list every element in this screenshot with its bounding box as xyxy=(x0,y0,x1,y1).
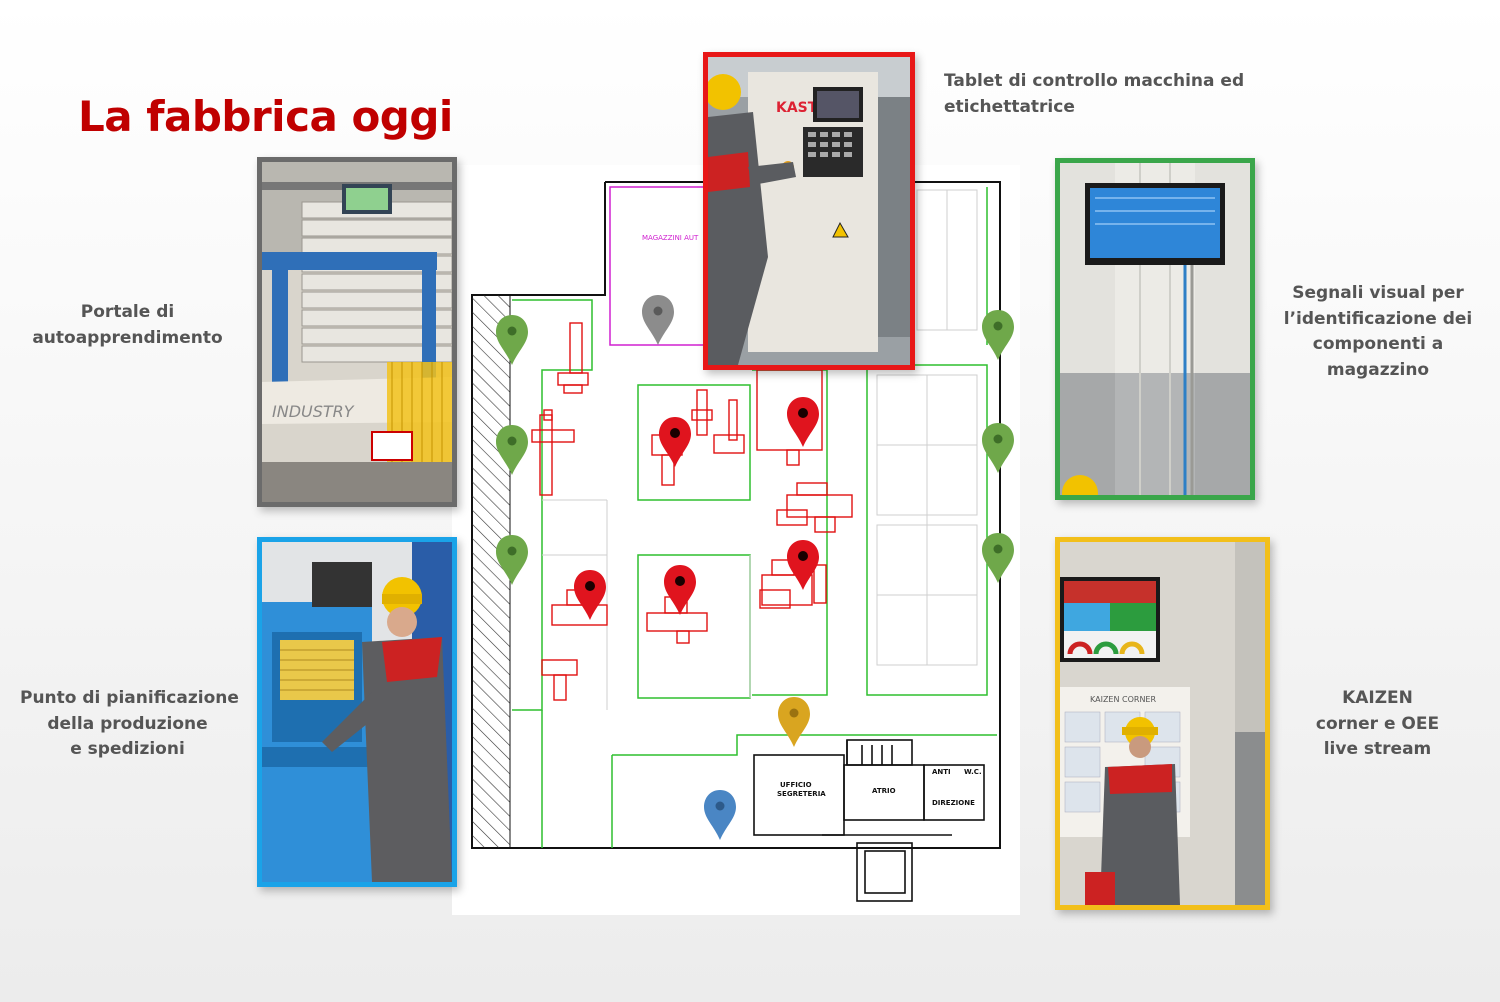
caption-line: e spedizioni xyxy=(70,739,185,759)
red-pins xyxy=(574,397,819,620)
map-pin-blue-icon xyxy=(704,790,736,840)
label-ufficio: UFFICIO xyxy=(780,781,812,789)
caption-line: Punto di pianificazione xyxy=(20,688,239,708)
map-pin-green-icon xyxy=(982,310,1014,360)
label-atrio: ATRIO xyxy=(872,787,896,795)
label-segreteria: SEGRETERIA xyxy=(777,790,826,798)
caption-segnali: Segnali visual per l’identificazione dei… xyxy=(1283,281,1473,383)
industry-text: INDUSTRY xyxy=(272,402,355,421)
caption-line: autoapprendimento xyxy=(32,327,223,348)
kast-text: KAST xyxy=(776,100,818,116)
photo-tablet: KAST xyxy=(703,52,915,370)
caption-line: della produzione xyxy=(47,713,208,734)
caption-portale: Portale di autoapprendimento xyxy=(30,300,225,351)
map-pin-yellow-icon xyxy=(778,697,810,747)
map-pin-red-icon xyxy=(664,565,696,615)
photo-pianificazione xyxy=(257,537,457,887)
caption-line: Tablet di controllo macchina ed xyxy=(944,71,1245,91)
caption-kaizen: KAIZEN corner e OEE live stream xyxy=(1300,686,1455,763)
label-wc: W.C. xyxy=(964,768,982,776)
photo-portale: INDUSTRY xyxy=(257,157,457,507)
photo-segnali xyxy=(1055,158,1255,500)
caption-line: live stream xyxy=(1323,739,1432,759)
map-pin-grey-icon xyxy=(642,295,674,345)
map-pin-red-icon xyxy=(787,397,819,447)
page-title: La fabbrica oggi xyxy=(78,92,453,141)
caption-line: KAIZEN xyxy=(1342,688,1413,708)
caption-tablet: Tablet di controllo macchina ed etichett… xyxy=(944,69,1244,120)
map-pin-red-icon xyxy=(659,417,691,467)
caption-line: Segnali visual per xyxy=(1292,283,1464,303)
map-pin-red-icon xyxy=(574,570,606,620)
caption-pianificazione: Punto di pianificazione della produzione… xyxy=(20,686,239,763)
label-anti: ANTI xyxy=(932,768,951,776)
green-pins xyxy=(496,310,1014,585)
caption-line: corner e OEE xyxy=(1315,713,1440,734)
kaizen-corner-text: KAIZEN CORNER xyxy=(1090,695,1156,704)
floor-plan-drawing: MAGAZZINI AUT xyxy=(471,181,1014,902)
caption-line: l’identificazione dei xyxy=(1283,308,1473,329)
photo-kaizen: KAIZEN CORNER xyxy=(1055,537,1270,910)
caption-line: componenti a xyxy=(1312,334,1444,354)
label-direzione: DIREZIONE xyxy=(932,799,975,807)
caption-line: etichettatrice xyxy=(944,96,1075,117)
label-magazzini: MAGAZZINI AUT xyxy=(642,234,699,242)
caption-line: magazzino xyxy=(1326,359,1430,380)
caption-line: Portale di xyxy=(80,302,175,322)
